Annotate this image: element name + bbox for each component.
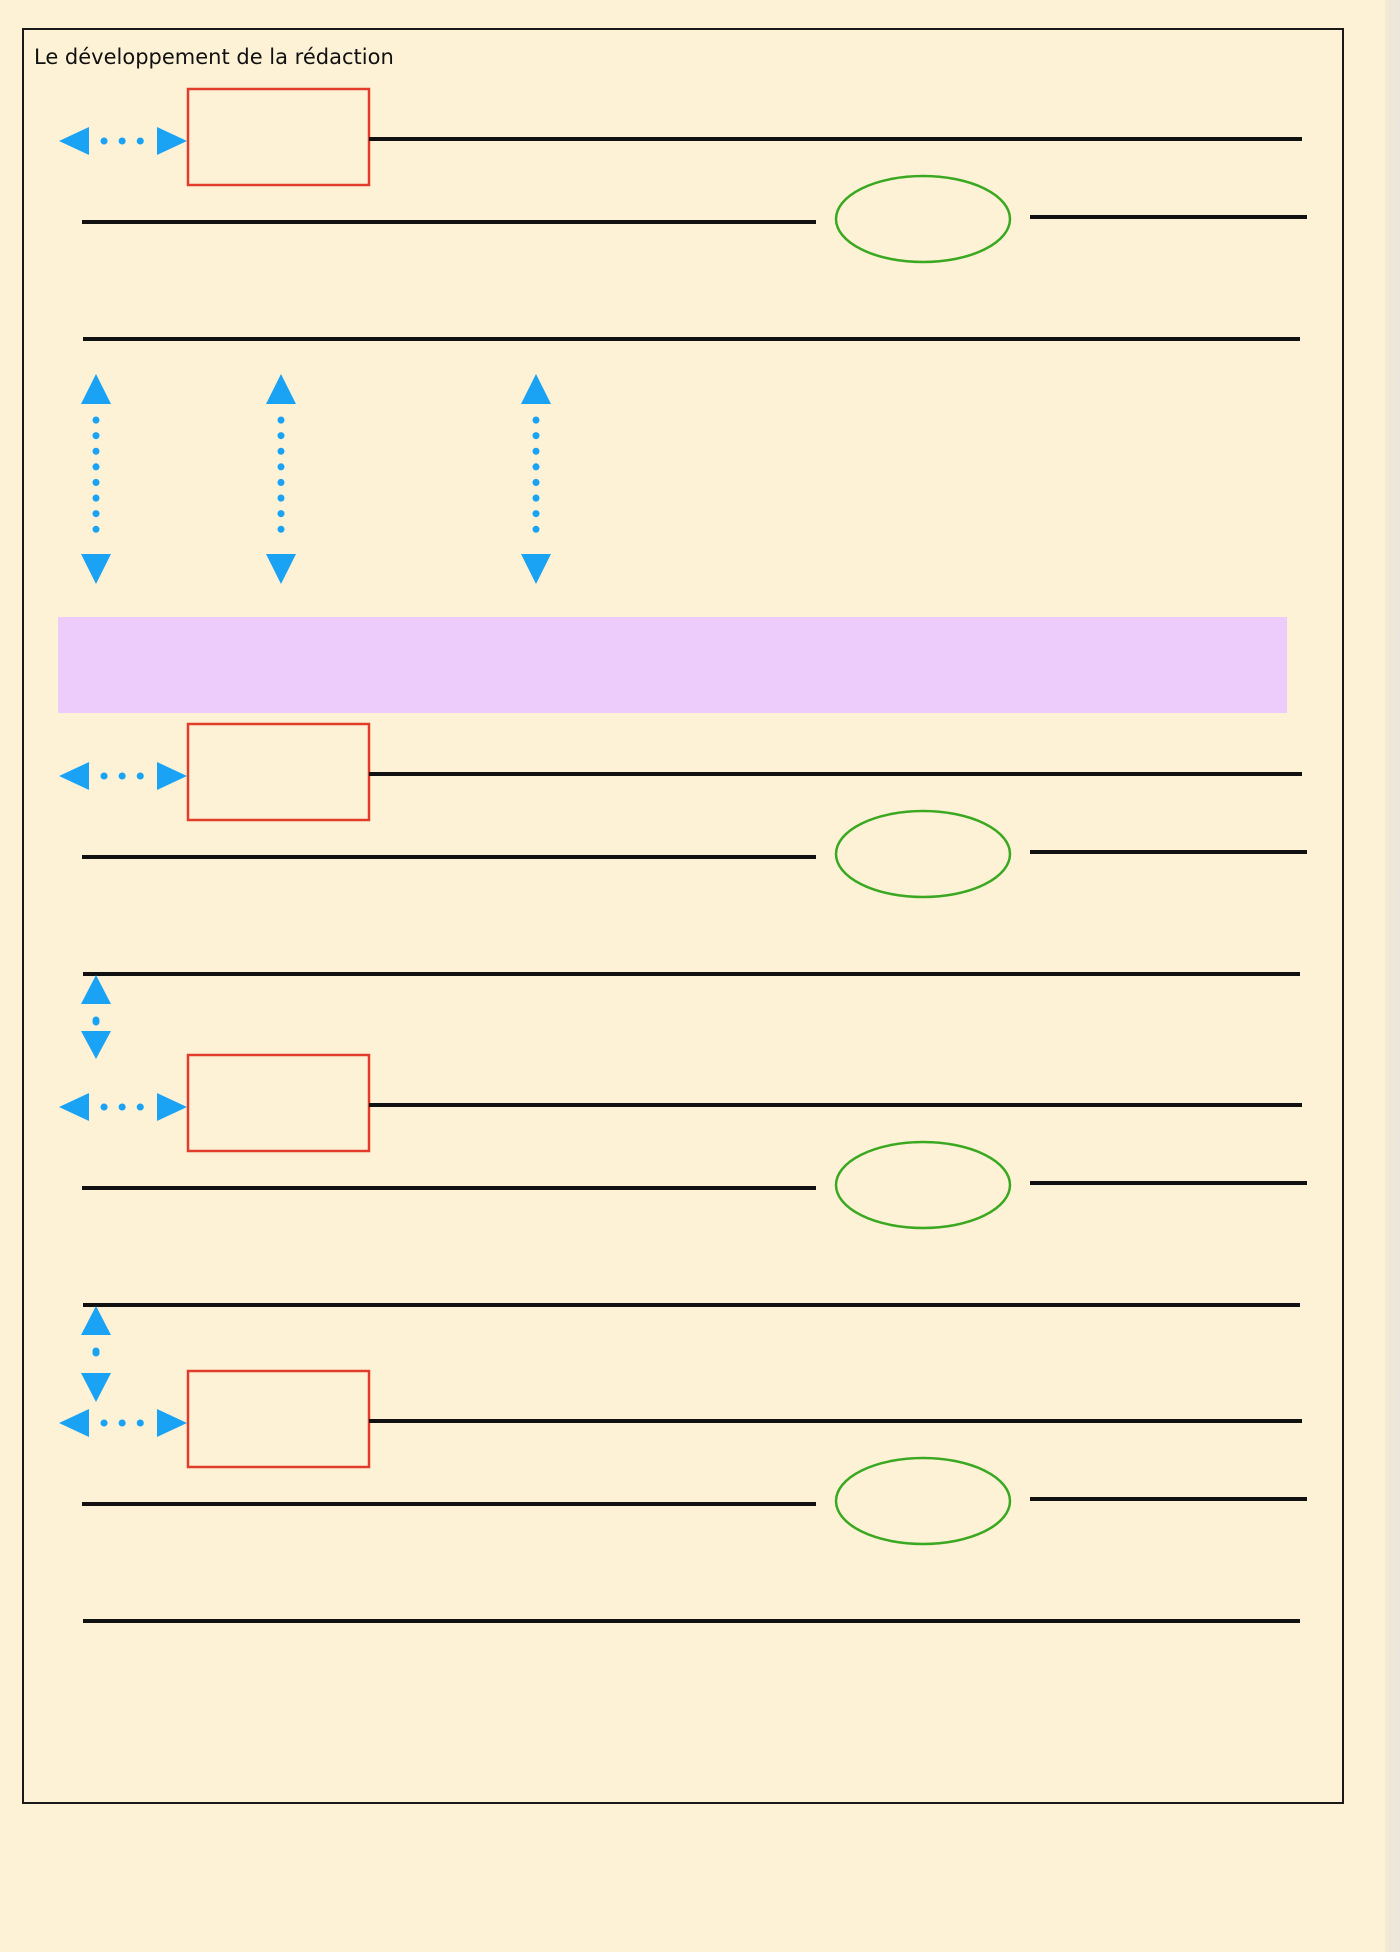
connector-ellipse: [834, 1140, 1012, 1230]
paragraph-block-2: [59, 722, 1307, 976]
page-edge-shadow: [1385, 0, 1400, 1952]
connector-ellipse: [834, 174, 1012, 264]
paragraph-block-1: [59, 87, 1307, 341]
indent-arrow-icon: [59, 1409, 187, 1437]
topic-box: [186, 1369, 371, 1469]
line-spacing-arrows: [81, 374, 551, 584]
connector-ellipse: [834, 809, 1012, 899]
indent-arrow-icon: [59, 762, 187, 790]
connector-ellipse: [834, 1456, 1012, 1546]
paragraph-block-4: [59, 1369, 1307, 1623]
separator-band: [58, 617, 1287, 713]
double-arrow-vertical-icon: [81, 1306, 111, 1402]
topic-box: [186, 87, 371, 187]
paragraph-block-3: [59, 1053, 1307, 1307]
double-arrow-vertical-icon: [266, 374, 296, 584]
double-arrow-vertical-icon: [521, 374, 551, 584]
double-arrow-vertical-icon: [81, 975, 111, 1059]
double-arrow-vertical-icon: [81, 374, 111, 584]
indent-arrow-icon: [59, 127, 187, 155]
indent-arrow-icon: [59, 1093, 187, 1121]
page-frame: [22, 28, 1344, 1804]
topic-box: [186, 722, 371, 822]
page-title: Le développement de la rédaction: [34, 45, 394, 69]
topic-box: [186, 1053, 371, 1153]
